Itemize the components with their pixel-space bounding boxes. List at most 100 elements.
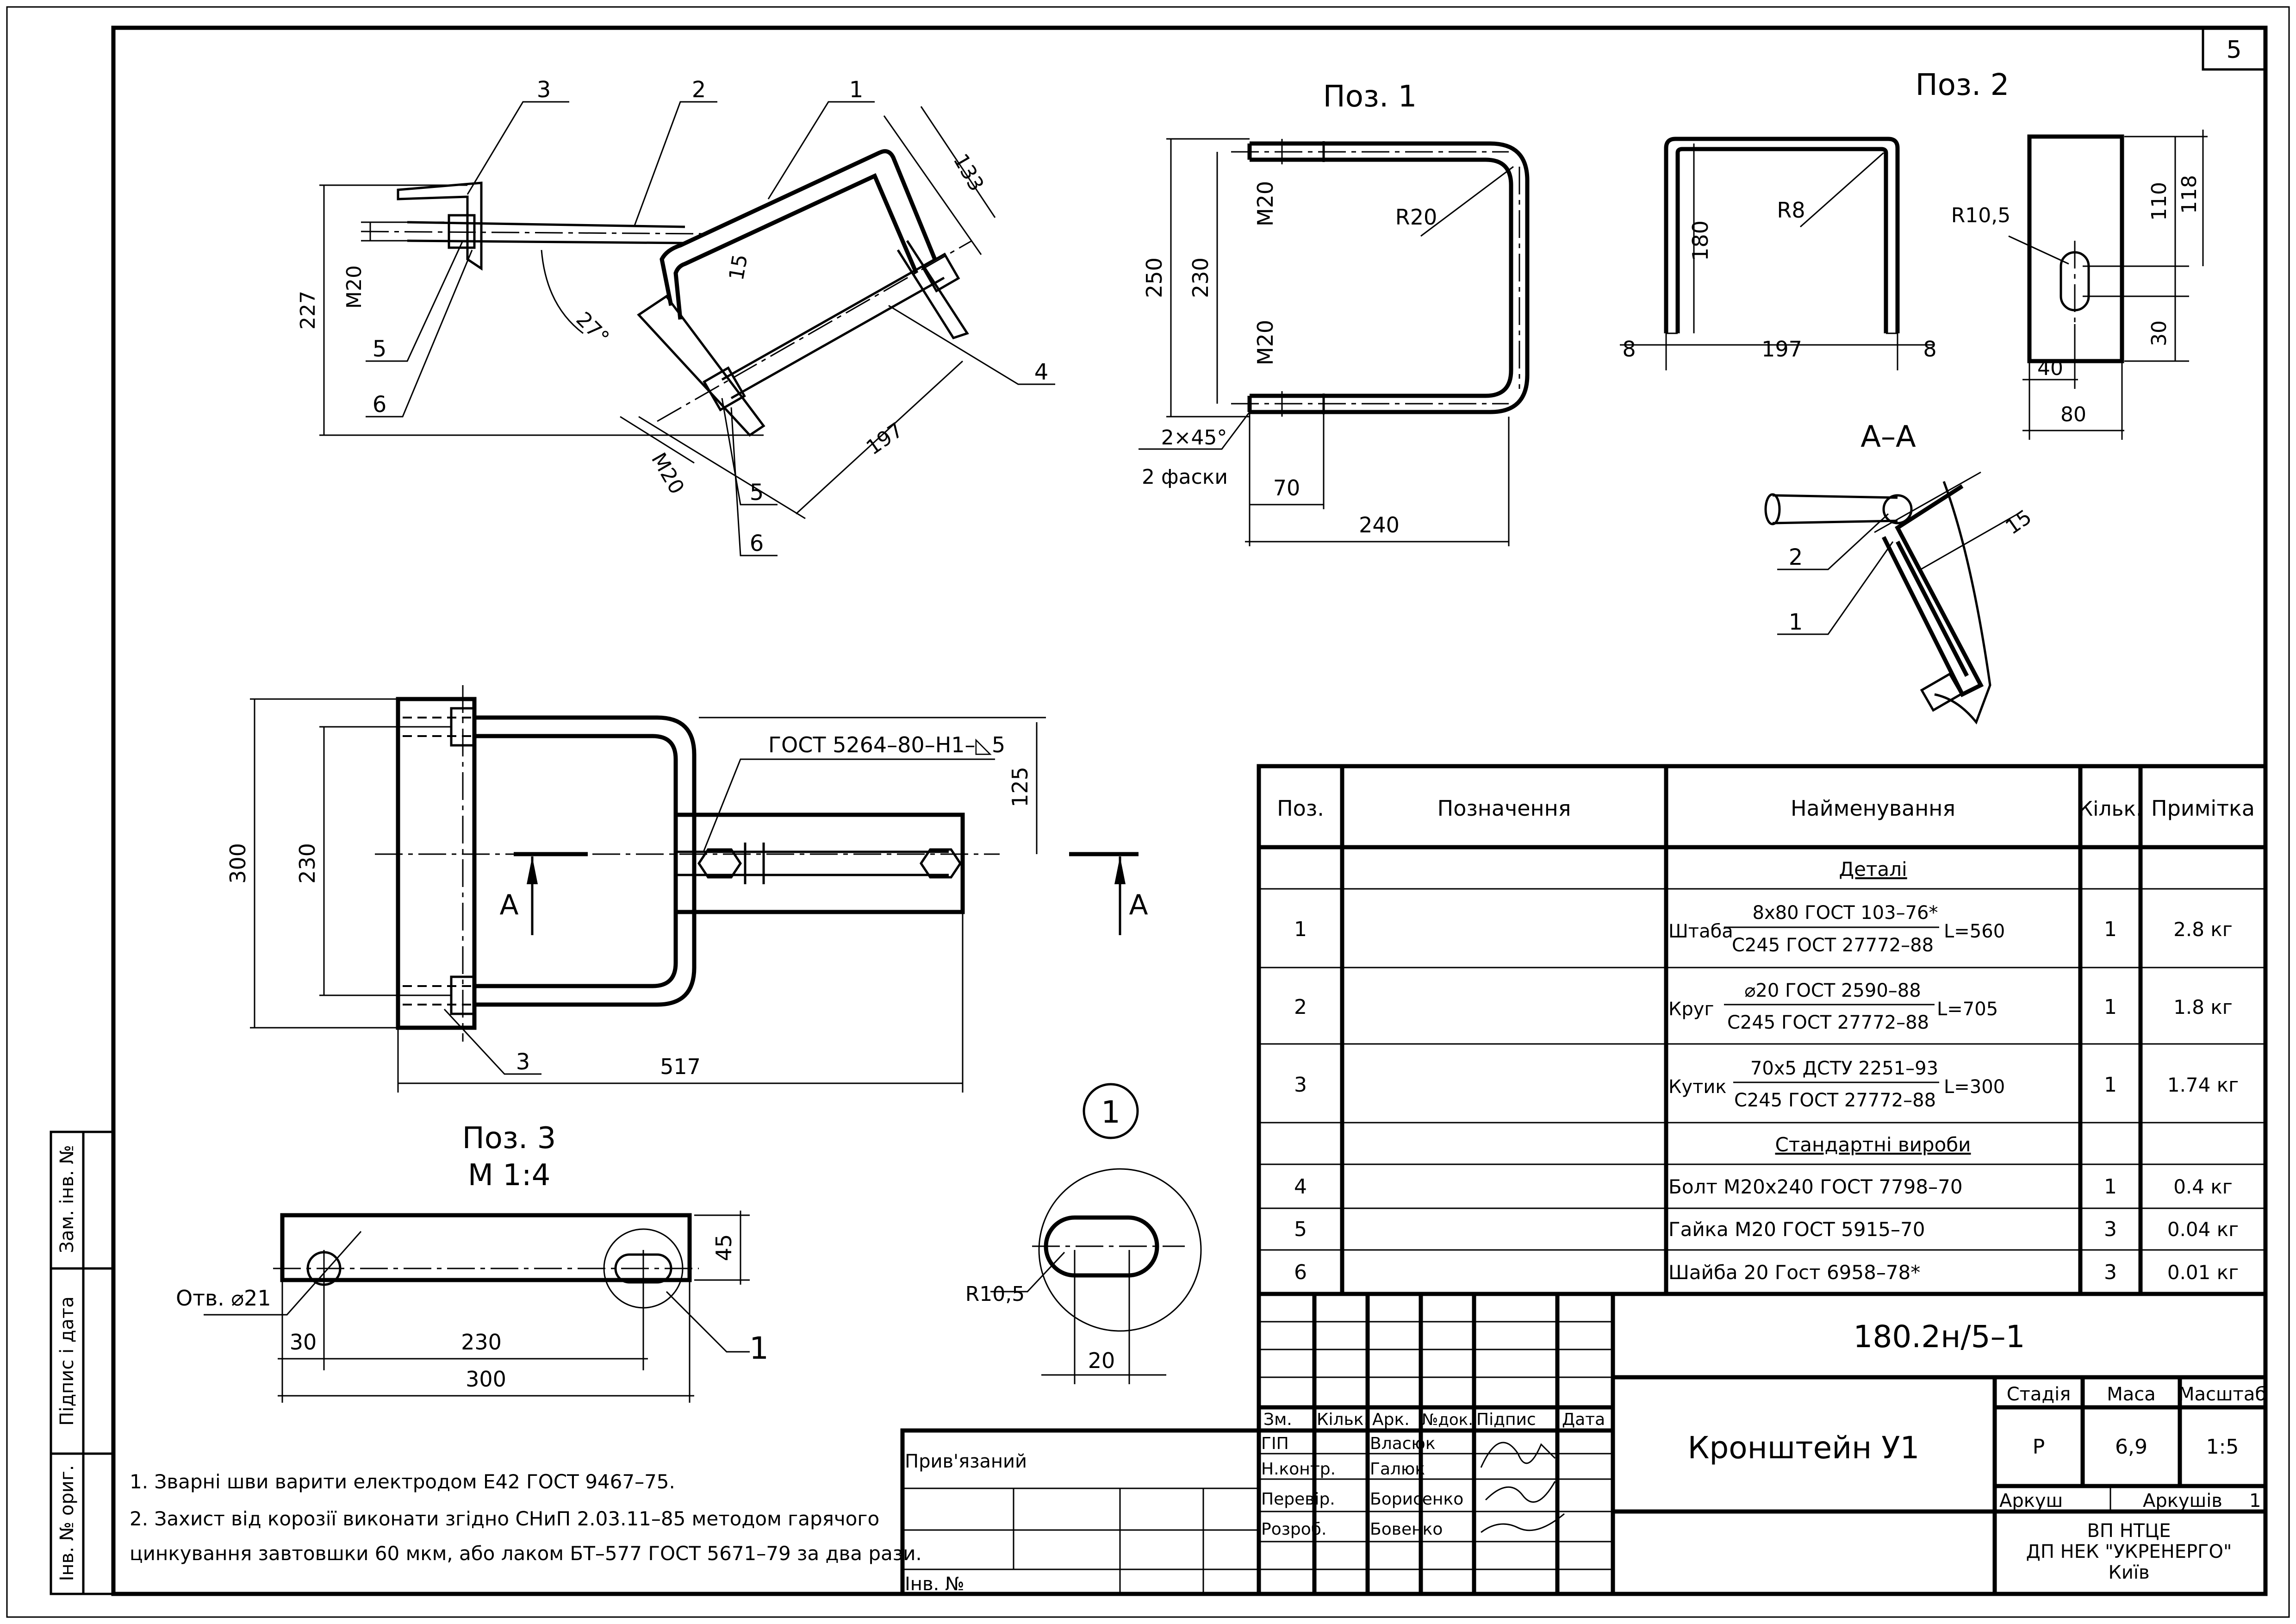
svg-text:3: 3 xyxy=(2104,1261,2117,1284)
title-value-mass: 6,9 xyxy=(2115,1435,2147,1459)
svg-text:Борисенко: Борисенко xyxy=(1370,1490,1463,1509)
pos3-dim-230: 230 xyxy=(461,1330,502,1355)
svg-text:Підпис: Підпис xyxy=(1476,1410,1536,1429)
pos3-hole-note: Отв. ⌀21 xyxy=(176,1286,271,1311)
bom-row: 2 Круг ⌀20 ГОСТ 2590–88 С245 ГОСТ 27772–… xyxy=(1294,980,2233,1033)
pos2-dim-118: 118 xyxy=(2178,175,2201,214)
iso-leader-4: 4 xyxy=(1034,359,1049,385)
svg-text:1.74 кг: 1.74 кг xyxy=(2167,1074,2239,1096)
bom-section-details: Деталі xyxy=(1839,858,1907,881)
bom-row: 6 Шайба 20 Гост 6958–78* 3 0.01 кг xyxy=(1294,1261,2239,1284)
pos1-dim-m20b: M20 xyxy=(1253,320,1278,365)
svg-text:Круг: Круг xyxy=(1668,999,1714,1020)
title-label-sheet: Аркуш xyxy=(1999,1490,2063,1512)
pos3-callout: 1 xyxy=(749,1330,769,1366)
pos2-dim-r105: R10,5 xyxy=(1951,204,2011,227)
title-org-line-1: ВП НТЦЕ xyxy=(2087,1520,2171,1542)
pos1-chamfer-count: 2 фаски xyxy=(1142,465,1228,489)
title-attached: Прив'язаний xyxy=(905,1451,1027,1472)
detail1-view: 1 R10,5 20 xyxy=(965,1083,1202,1384)
side-stamp-zam-inv: Зам. інв. № xyxy=(56,1145,78,1253)
svg-text:С245 ГОСТ 27772–88: С245 ГОСТ 27772–88 xyxy=(1727,1012,1929,1033)
svg-text:1: 1 xyxy=(2104,1175,2117,1199)
bom-header-pos: Поз. xyxy=(1277,796,1324,821)
title-doc-code: 180.2н/5–1 xyxy=(1853,1319,2025,1355)
signature xyxy=(1481,1513,1565,1533)
svg-text:Бовенко: Бовенко xyxy=(1370,1520,1443,1539)
pos1-dim-240: 240 xyxy=(1359,512,1400,537)
signature xyxy=(1485,1481,1556,1503)
title-org-line-3: Київ xyxy=(2108,1562,2149,1583)
bom-section-standard: Стандартні вироби xyxy=(1775,1133,1971,1156)
pos2-dim-180: 180 xyxy=(1688,220,1713,261)
section-aa-dim-15: 15 xyxy=(2001,505,2036,539)
iso-leader-6b: 6 xyxy=(750,531,764,556)
iso-leader-2: 2 xyxy=(692,77,706,103)
svg-text:Болт М20х240 ГОСТ 7798–70: Болт М20х240 ГОСТ 7798–70 xyxy=(1668,1175,1963,1198)
bom-header-designation: Позначення xyxy=(1437,796,1571,821)
iso-leader-1: 1 xyxy=(849,77,864,103)
svg-text:1: 1 xyxy=(2104,1073,2117,1097)
section-aa-title: А–А xyxy=(1860,420,1916,454)
bom-table: Поз. Позначення Найменування Кільк. Прим… xyxy=(1257,764,2268,1296)
pos2-title: Поз. 2 xyxy=(1916,68,2010,102)
svg-text:0.01 кг: 0.01 кг xyxy=(2167,1261,2239,1284)
outer-frame xyxy=(6,6,2290,1618)
title-label-scale: Масштаб xyxy=(2178,1384,2266,1405)
side-stamp-inv-orig: Інв. № ориг. xyxy=(56,1465,78,1581)
plan-dim-125: 125 xyxy=(1008,767,1033,807)
svg-text:4: 4 xyxy=(1294,1175,1307,1199)
pos2-dim-r8: R8 xyxy=(1777,198,1805,223)
svg-text:Дата: Дата xyxy=(1562,1410,1605,1429)
pos3-dim-30: 30 xyxy=(290,1330,317,1355)
section-aa-leader-2: 2 xyxy=(1789,544,1803,570)
plan-section-mark-left: А xyxy=(499,889,518,921)
notes: 1. Зварні шви варити електродом Е42 ГОСТ… xyxy=(130,1470,922,1565)
pos2-view: Поз. 2 R8 180 8 197 8 R10,5 110 118 30 xyxy=(1620,68,2208,440)
detail1-r105: R10,5 xyxy=(965,1282,1025,1306)
side-stamp-sign-date: Підпис і дата xyxy=(56,1296,78,1426)
title-value-scale: 1:5 xyxy=(2206,1435,2239,1459)
svg-text:L=560: L=560 xyxy=(1944,921,2005,942)
svg-text:8х80 ГОСТ 103–76*: 8х80 ГОСТ 103–76* xyxy=(1753,902,1938,924)
pos1-view: Поз. 1 250 230 M20 M20 R20 2×45° 2 фаски… xyxy=(1139,80,1530,546)
detail1-dim-20: 20 xyxy=(1088,1348,1115,1373)
plan-leader-3: 3 xyxy=(516,1049,530,1075)
svg-text:Н.контр.: Н.контр. xyxy=(1261,1460,1336,1479)
svg-text:L=300: L=300 xyxy=(1944,1076,2005,1098)
title-value-sheets: 1 xyxy=(2249,1490,2261,1512)
svg-text:Власюк: Власюк xyxy=(1370,1434,1436,1453)
pos1-dim-70: 70 xyxy=(1273,475,1300,500)
svg-text:Штаба: Штаба xyxy=(1668,921,1733,942)
title-inv-no: Інв. № xyxy=(905,1574,964,1595)
pos3-dim-45: 45 xyxy=(711,1234,736,1262)
pos3-scale: М 1:4 xyxy=(468,1158,551,1193)
iso-leader-6a: 6 xyxy=(373,392,387,418)
plan-dim-230: 230 xyxy=(295,843,320,884)
pos2-dim-80: 80 xyxy=(2060,403,2086,426)
svg-text:70х5 ДСТУ 2251–93: 70х5 ДСТУ 2251–93 xyxy=(1750,1058,1938,1079)
section-aa: А–А 15 2 1 xyxy=(1764,420,2036,725)
svg-text:2.8 кг: 2.8 кг xyxy=(2173,918,2233,941)
bom-row: 3 Кутик 70х5 ДСТУ 2251–93 С245 ГОСТ 2777… xyxy=(1294,1058,2239,1111)
svg-text:0.04 кг: 0.04 кг xyxy=(2167,1218,2239,1241)
title-drawing-name: Кронштейн У1 xyxy=(1688,1430,1920,1466)
svg-text:L=705: L=705 xyxy=(1937,999,1998,1020)
note-line-1: 1. Зварні шви варити електродом Е42 ГОСТ… xyxy=(130,1470,675,1493)
title-block: 180.2н/5–1 Кронштейн У1 Стадія Маса Масш… xyxy=(900,1292,2268,1596)
svg-text:1: 1 xyxy=(1294,918,1307,941)
pos3-view: Поз. 3 М 1:4 Отв. ⌀21 45 30 230 300 1 xyxy=(176,1121,769,1403)
pos1-dim-m20a: M20 xyxy=(1253,181,1278,226)
pos2-dim-110: 110 xyxy=(2147,182,2171,221)
iso-dim-27: 27° xyxy=(572,307,614,350)
sheet-number: 5 xyxy=(2226,36,2241,64)
plan-view: А А ГОСТ 5264–80–Н1–◺5 300 230 125 517 3 xyxy=(225,685,1148,1093)
section-aa-leader-1: 1 xyxy=(1789,609,1803,635)
plan-weld-note: ГОСТ 5264–80–Н1–◺5 xyxy=(768,732,1005,757)
svg-text:1: 1 xyxy=(2104,918,2117,941)
pos1-dim-230: 230 xyxy=(1188,257,1213,298)
svg-text:6: 6 xyxy=(1294,1261,1307,1284)
title-label-mass: Маса xyxy=(2107,1384,2156,1405)
pos2-dim-40: 40 xyxy=(2037,356,2063,380)
pos1-chamfer: 2×45° xyxy=(1161,426,1227,450)
